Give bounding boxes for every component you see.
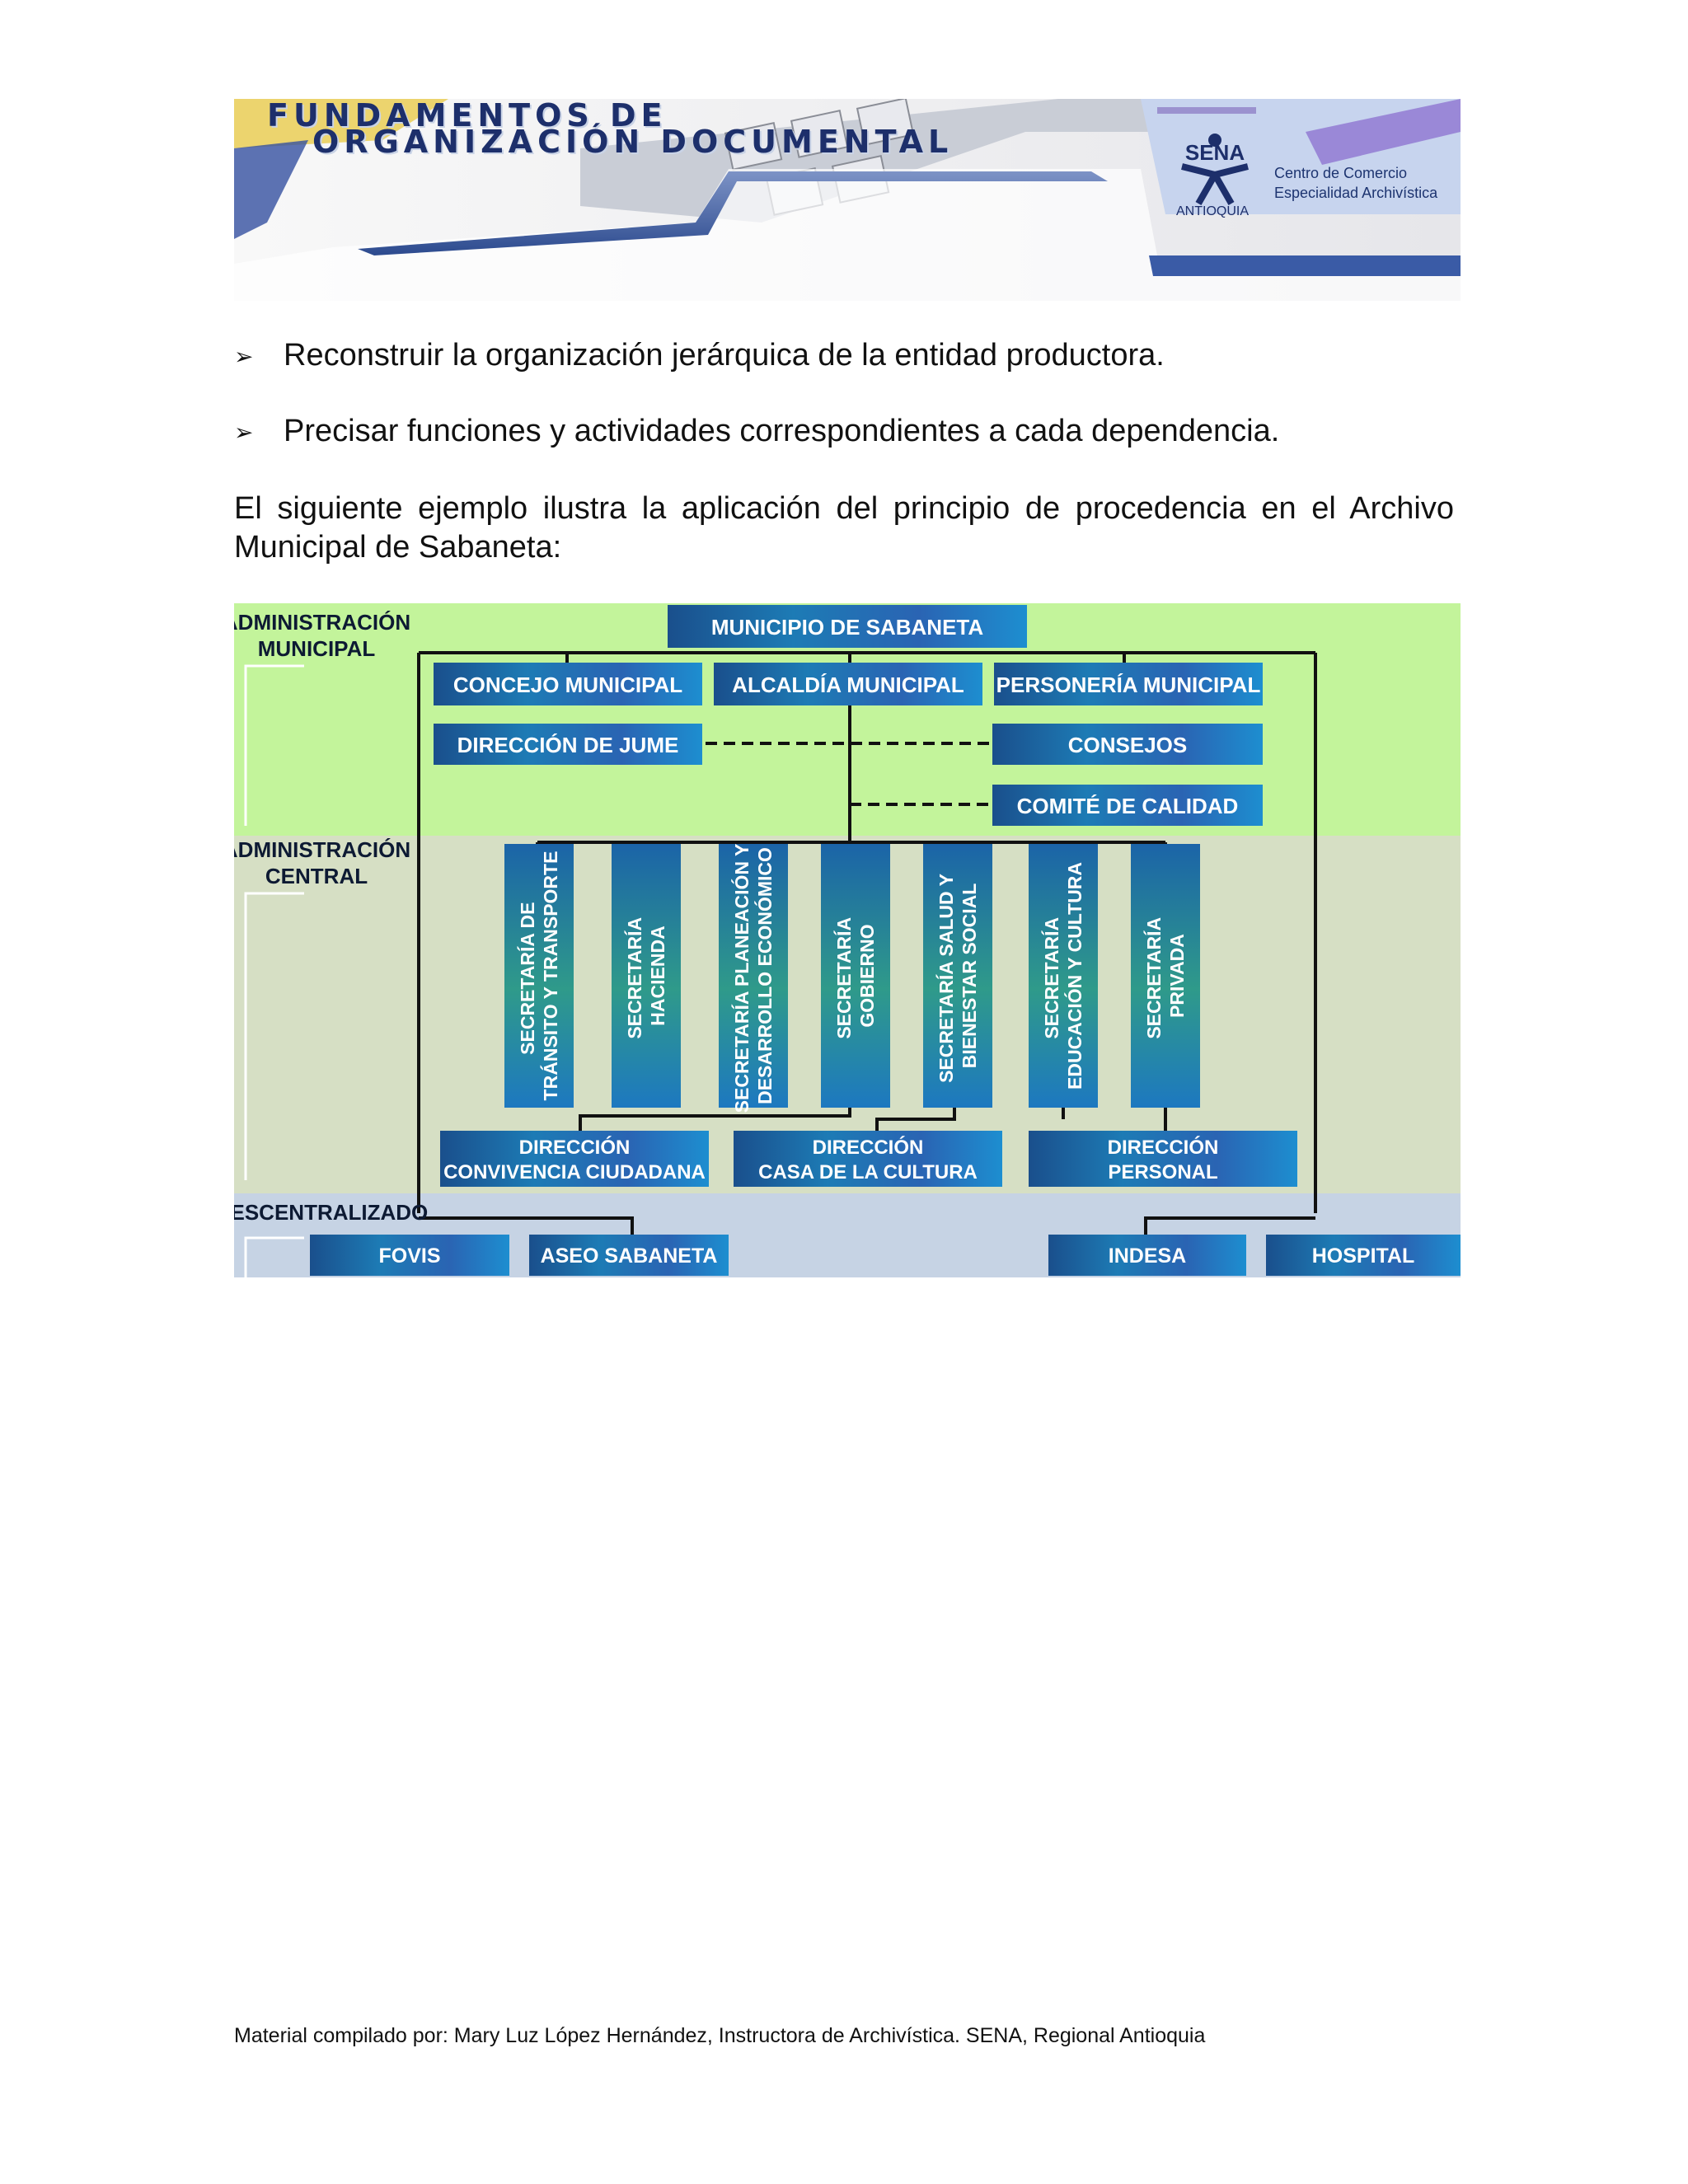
svg-text:SECRETARÍA PRIVADA: SECRETARÍA PRIVADA	[1142, 912, 1188, 1038]
secretaria-educacion-line1: SECRETARÍA	[1040, 917, 1062, 1038]
banner-title-line1: FUNDAMENTOS DE	[267, 99, 668, 134]
banner-title-line2: ORGANIZACIÓN DOCUMENTAL	[312, 124, 954, 160]
direccion-personal-line2: PERSONAL	[1108, 1161, 1217, 1183]
secretaria-transito-line2: TRÁNSITO Y TRANSPORTE	[539, 851, 561, 1101]
section-label-central-line1: ADMINISTRACIÓN	[234, 837, 410, 862]
secretaria-hacienda-line1: SECRETARÍA	[623, 917, 645, 1038]
section-label-decentralized: DESCENTRALIZADO	[234, 1200, 428, 1225]
entity-aseo-sabaneta: ASEO SABANETA	[541, 1244, 718, 1268]
secretaria-salud-line2: BIENESTAR SOCIAL	[959, 883, 980, 1068]
org-chart-svg: ADMINISTRACIÓN MUNICIPAL ADMINISTRACIÓN …	[234, 603, 1461, 1277]
header-banner: FUNDAMENTOS DE ORGANIZACIÓN DOCUMENTAL S…	[234, 99, 1461, 301]
arrow-bullet-icon: ➢	[234, 344, 254, 369]
org-direccion-jume: DIRECCIÓN DE JUME	[457, 733, 679, 757]
direccion-convivencia-line2: CONVIVENCIA CIUDADANA	[443, 1161, 706, 1183]
secretaria-planeacion-line1: SECRETARÍA PLANEACIÓN Y	[730, 844, 753, 1113]
svg-text:SECRETARÍA EDUCACIÓN Y: SECRETARÍA EDUCACIÓN Y CULTURA	[1040, 862, 1085, 1090]
section-label-central-line2: CENTRAL	[265, 864, 368, 888]
org-consejos: CONSEJOS	[1068, 733, 1188, 757]
org-level1-alcaldia: ALCALDÍA MUNICIPAL	[732, 673, 964, 697]
bullet-text: Precisar funciones y actividades corresp…	[284, 414, 1280, 448]
direccion-cultura-line1: DIRECCIÓN	[813, 1136, 924, 1159]
secretaria-educacion-line2: EDUCACIÓN Y CULTURA	[1063, 862, 1085, 1090]
direccion-cultura-line2: CASA DE LA CULTURA	[758, 1161, 978, 1183]
secretaria-salud-line1: SECRETARÍA SALUD Y	[935, 874, 957, 1083]
svg-text:SECRETARÍA HACIENDA: SECRETARÍA HACIENDA	[623, 912, 668, 1038]
sena-region: ANTIOQUIA	[1176, 204, 1250, 218]
org-root: MUNICIPIO DE SABANETA	[711, 615, 984, 640]
secretaria-privada-line1: SECRETARÍA	[1142, 917, 1165, 1038]
secretaria-gobierno-line2: GOBIERNO	[856, 924, 878, 1027]
secretaria-planeacion-line2: DESARROLLO ECONÓMICO	[753, 847, 776, 1104]
svg-text:SECRETARÍA PLANEACIÓN Y: SECRETARÍA PLANEACIÓN Y DESARROLLO ECONÓ…	[730, 839, 776, 1113]
entity-indesa: INDESA	[1109, 1244, 1186, 1268]
entity-hospital: HOSPITAL	[1312, 1244, 1415, 1268]
secretaria-privada-line2: PRIVADA	[1166, 934, 1188, 1018]
svg-text:SECRETARÍA DE TRÁNSITO: SECRETARÍA DE TRÁNSITO Y TRANSPORTE	[516, 851, 561, 1101]
secretaria-hacienda-line2: HACIENDA	[647, 926, 668, 1025]
org-comite-calidad: COMITÉ DE CALIDAD	[1017, 794, 1239, 818]
secretaria-transito-line1: SECRETARÍA DE	[516, 902, 538, 1055]
direccion-personal-line1: DIRECCIÓN	[1108, 1136, 1219, 1159]
center-line2: Especialidad Archivística	[1274, 185, 1438, 201]
svg-text:SECRETARÍA SALUD Y BIE: SECRETARÍA SALUD Y BIENESTAR SOCIAL	[935, 869, 980, 1083]
arrow-bullet-icon: ➢	[234, 419, 254, 445]
page-footer: Material compilado por: Mary Luz López H…	[234, 2024, 1206, 2047]
secretaria-gobierno-line1: SECRETARÍA	[832, 917, 855, 1038]
section-label-municipal-line1: ADMINISTRACIÓN	[234, 610, 410, 635]
entity-fovis: FOVIS	[378, 1244, 440, 1268]
intro-paragraph: El siguiente ejemplo ilustra la aplicaci…	[234, 491, 1454, 565]
org-chart: ADMINISTRACIÓN MUNICIPAL ADMINISTRACIÓN …	[234, 603, 1461, 1277]
banner-background	[234, 99, 1461, 301]
section-label-municipal-line2: MUNICIPAL	[258, 636, 376, 661]
org-level1-personeria: PERSONERÍA MUNICIPAL	[996, 673, 1261, 697]
org-level1-concejo: CONCEJO MUNICIPAL	[453, 673, 682, 697]
svg-text:SECRETARÍA GOBIERNO: SECRETARÍA GOBIERNO	[832, 912, 878, 1038]
center-line1: Centro de Comercio	[1274, 165, 1408, 181]
bullet-text: Reconstruir la organización jerárquica d…	[284, 338, 1165, 373]
sena-logo: SENA	[1181, 134, 1249, 205]
center-description: Centro de Comercio Especialidad Archivís…	[1274, 163, 1437, 203]
direccion-convivencia-line1: DIRECCIÓN	[519, 1136, 631, 1159]
